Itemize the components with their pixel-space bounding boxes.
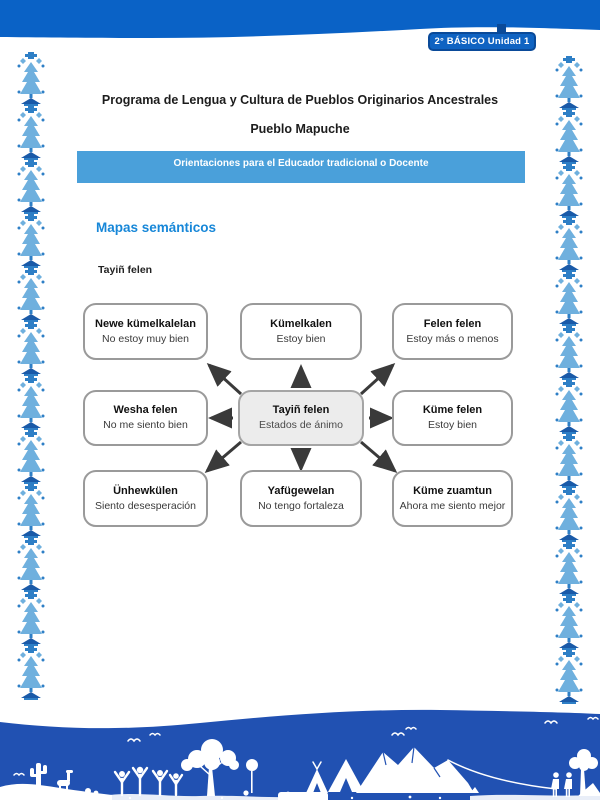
node-bottom-left: Ünhewkülen Siento desesperación bbox=[83, 470, 208, 527]
node-middle-left: Wesha felen No me siento bien bbox=[83, 390, 208, 446]
section-heading: Mapas semánticos bbox=[96, 220, 217, 235]
node-title: Wesha felen bbox=[113, 404, 178, 417]
node-title: Küme felen bbox=[422, 404, 483, 417]
mapuche-pattern-border-right-icon bbox=[555, 56, 583, 704]
top-band bbox=[0, 0, 600, 38]
orientation-banner: Orientaciones para el Educador tradicion… bbox=[77, 151, 525, 183]
node-subtitle: Estoy más o menos bbox=[406, 332, 499, 345]
node-top-center: Kümelkalen Estoy bien bbox=[240, 303, 362, 360]
node-subtitle: Estoy bien bbox=[427, 419, 478, 432]
node-title: Ünhewkülen bbox=[113, 484, 178, 497]
node-center: Tayiñ felen Estados de ánimo bbox=[238, 390, 364, 446]
node-subtitle: No estoy muy bien bbox=[102, 332, 189, 345]
unit-badge-stem bbox=[497, 24, 506, 36]
node-title: Tayiñ felen bbox=[272, 404, 330, 417]
node-subtitle: Siento desesperación bbox=[95, 499, 196, 512]
mapuche-pattern-border-left-icon bbox=[17, 52, 45, 700]
node-subtitle: Estoy bien bbox=[276, 332, 326, 345]
page-number-tab bbox=[278, 792, 328, 800]
node-subtitle: Ahora me siento mejor bbox=[399, 499, 506, 512]
program-subtitle: Pueblo Mapuche bbox=[250, 122, 350, 136]
node-title: Newe kümelkalelan bbox=[95, 317, 196, 330]
node-title: Kümelkalen bbox=[270, 317, 332, 330]
node-title: Yafügewelan bbox=[267, 484, 335, 497]
andean-landscape-silhouette-icon bbox=[0, 709, 600, 800]
node-top-left: Newe kümelkalelan No estoy muy bien bbox=[83, 303, 208, 360]
node-subtitle: No tengo fortaleza bbox=[258, 499, 344, 512]
node-subtitle: No me siento bien bbox=[103, 419, 188, 432]
node-bottom-right: Küme zuamtun Ahora me siento mejor bbox=[392, 470, 513, 527]
node-title: Felen felen bbox=[423, 317, 482, 330]
diagram-label: Tayiñ felen bbox=[98, 264, 153, 276]
program-title: Programa de Lengua y Cultura de Pueblos … bbox=[101, 93, 499, 107]
node-subtitle: Estados de ánimo bbox=[258, 419, 344, 432]
node-bottom-center: Yafügewelan No tengo fortaleza bbox=[240, 470, 362, 527]
node-middle-right: Küme felen Estoy bien bbox=[392, 390, 513, 446]
semantic-map-diagram: Newe kümelkalelan No estoy muy bien Küme… bbox=[83, 303, 513, 528]
unit-badge: 2° BÁSICO Unidad 1 bbox=[428, 32, 536, 51]
node-title: Küme zuamtun bbox=[413, 484, 492, 497]
node-top-right: Felen felen Estoy más o menos bbox=[392, 303, 513, 360]
